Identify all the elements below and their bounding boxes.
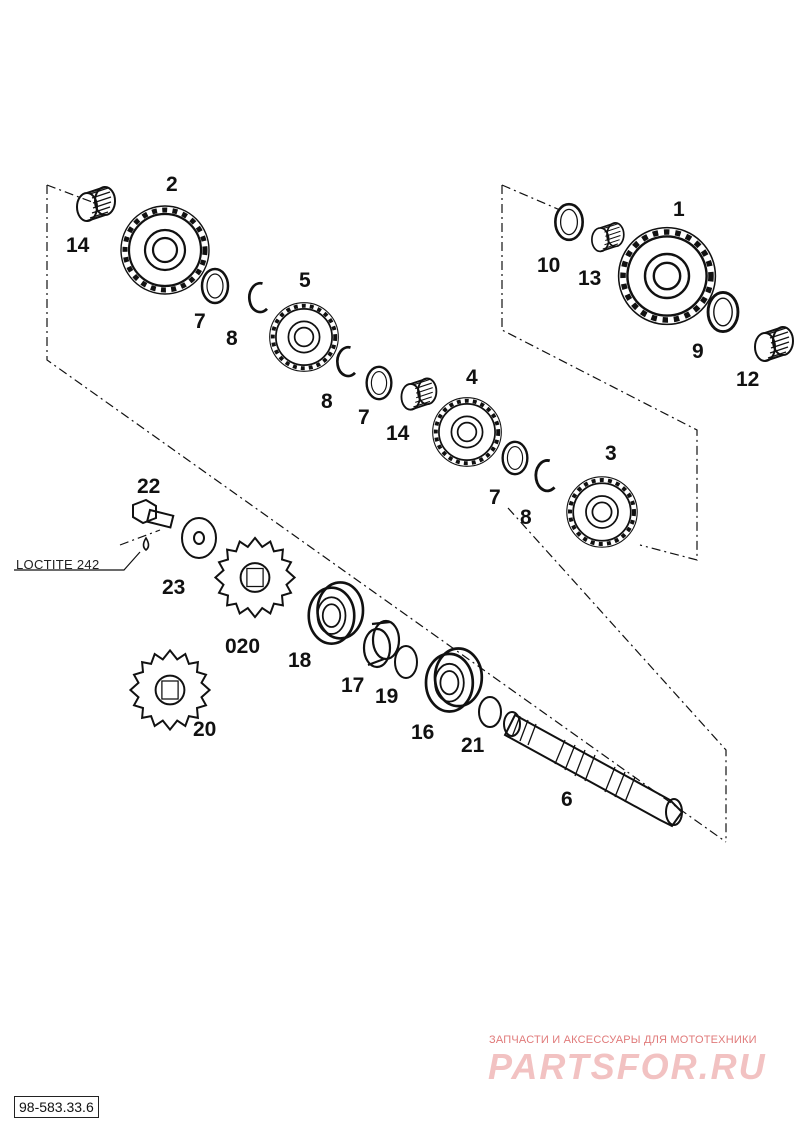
callout-label: 2 — [166, 173, 178, 196]
o-ring-part — [478, 696, 502, 728]
callout-label: 020 — [225, 635, 261, 658]
callout-label: 7 — [194, 310, 206, 333]
callout-label: 8 — [226, 327, 238, 350]
callout-label: 3 — [605, 442, 617, 465]
needle-bearing-part — [76, 186, 116, 222]
callout-label: 4 — [466, 366, 478, 389]
washer-part — [181, 517, 217, 559]
gear-part — [270, 303, 339, 372]
output-shaft-part — [503, 711, 684, 828]
circlip-part — [247, 281, 269, 314]
gear-part — [619, 228, 716, 325]
callout-label: 1 — [673, 198, 685, 221]
loctite-leader-line — [14, 551, 141, 571]
loctite-note: LOCTITE 242 — [16, 557, 100, 572]
needle-bearing-part — [590, 221, 625, 253]
dashed-frame — [46, 184, 727, 843]
circlip-part — [335, 345, 357, 378]
callout-label: 16 — [411, 721, 435, 744]
document-number: 98-583.33.6 — [14, 1096, 99, 1118]
circlip-part — [534, 458, 557, 493]
callout-label: 17 — [341, 674, 365, 697]
gear-part — [567, 477, 637, 547]
thrust-washer-part — [706, 290, 740, 334]
thrust-washer-part — [365, 365, 393, 401]
callout-label: 14 — [66, 234, 90, 257]
ball-bearing-part — [424, 647, 484, 713]
callout-label: 21 — [461, 734, 485, 757]
thrust-washer-part — [200, 267, 230, 305]
callout-label: 14 — [386, 422, 410, 445]
gear-part — [433, 398, 502, 467]
callout-label: 18 — [288, 649, 312, 672]
loctite-drop-icon — [142, 536, 150, 552]
callout-label: 5 — [299, 269, 311, 292]
needle-bearing-part — [400, 377, 438, 411]
callout-label: 8 — [321, 390, 333, 413]
callout-label: 13 — [578, 267, 602, 290]
bolt-part — [132, 498, 175, 529]
callout-label: 19 — [375, 685, 399, 708]
watermark-logo: PARTSFOR.RU — [488, 1046, 767, 1087]
thrust-washer-part — [501, 440, 529, 476]
ball-bearing-part — [307, 580, 365, 646]
sprocket-part — [214, 536, 296, 619]
gear-part — [121, 206, 209, 294]
callout-label: 10 — [537, 254, 561, 277]
callout-label: 6 — [561, 788, 573, 811]
callout-label: 9 — [692, 340, 704, 363]
callout-label: 22 — [137, 475, 161, 498]
needle-bearing-part — [753, 325, 795, 363]
callout-label: 20 — [193, 718, 217, 741]
thrust-washer-part — [553, 202, 585, 242]
callout-label: 7 — [358, 406, 370, 429]
spacer-part — [362, 619, 401, 669]
callout-label: 12 — [736, 368, 760, 391]
o-ring-part — [394, 645, 418, 679]
callout-label: 23 — [162, 576, 186, 599]
callout-label: 8 — [520, 506, 532, 529]
watermark-caption: ЗАПЧАСТИ И АКСЕССУАРЫ ДЛЯ МОТОТЕХНИКИ — [489, 1034, 757, 1046]
callout-label: 7 — [489, 486, 501, 509]
